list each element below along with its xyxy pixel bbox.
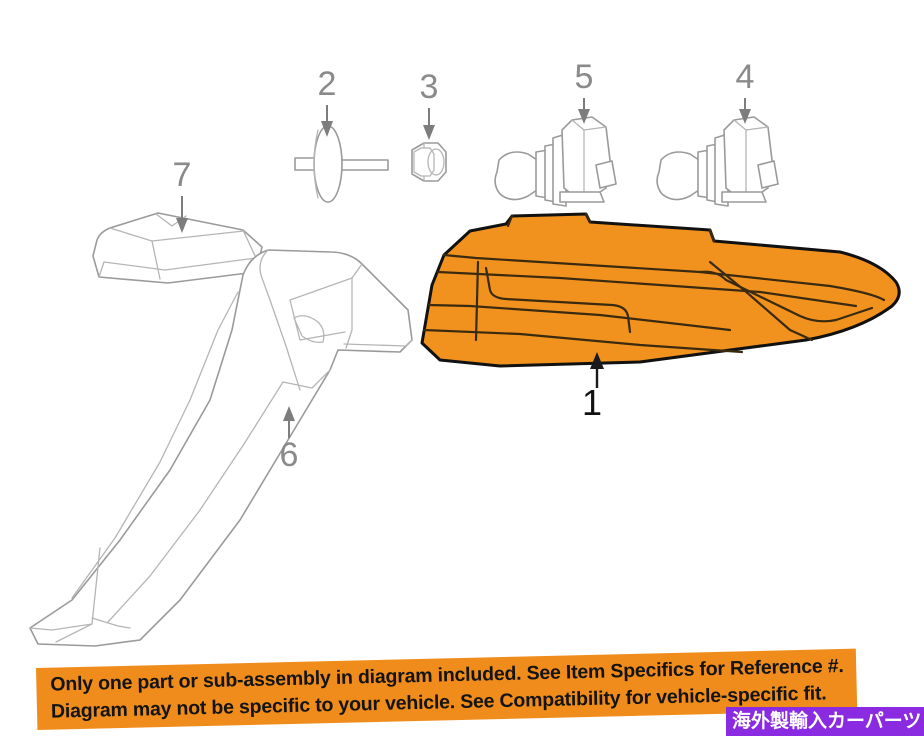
part-1-tail-lamp-assembly bbox=[420, 212, 901, 368]
callout-7: 7 bbox=[173, 156, 192, 233]
callout-2: 2 bbox=[318, 65, 337, 137]
callout-3: 3 bbox=[420, 68, 439, 140]
callout-2-number: 2 bbox=[318, 65, 337, 103]
part-6-quarter-panel-trim bbox=[29, 249, 413, 647]
callout-1: 1 bbox=[582, 352, 604, 423]
watermark-badge: 海外製輸入カーパーツ bbox=[726, 707, 924, 736]
part-7-upper-garnish-trim bbox=[92, 212, 263, 284]
callout-4: 4 bbox=[736, 58, 755, 124]
callout-3-number: 3 bbox=[420, 68, 439, 106]
part-2-stud-bolt bbox=[294, 125, 389, 203]
callout-6-number: 6 bbox=[280, 436, 299, 474]
callout-6: 6 bbox=[280, 406, 299, 474]
callout-5: 5 bbox=[575, 58, 594, 124]
callout-5-number: 5 bbox=[575, 58, 594, 96]
callout-7-number: 7 bbox=[173, 156, 192, 194]
part-5-bulb-socket bbox=[494, 116, 617, 207]
part-4-bulb-socket bbox=[656, 116, 779, 207]
part-3-hex-nut bbox=[411, 142, 447, 182]
callout-1-number: 1 bbox=[582, 382, 602, 423]
callout-4-number: 4 bbox=[736, 58, 755, 96]
